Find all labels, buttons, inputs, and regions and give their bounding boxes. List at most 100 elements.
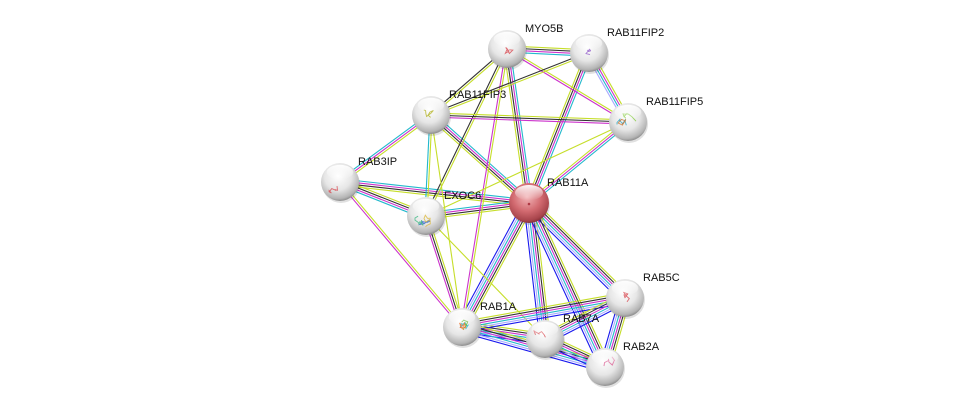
node-highlight: [515, 185, 543, 201]
node-label[interactable]: RAB3IP: [358, 156, 397, 168]
node-highlight: [417, 97, 445, 113]
edge-line-experiments: [431, 113, 531, 203]
node-rab1a[interactable]: RAB1A: [443, 301, 517, 348]
edge-line-cooccurrence: [456, 200, 525, 325]
node-label[interactable]: RAB7A: [563, 313, 600, 325]
edge-line-coexpression: [527, 52, 589, 203]
protein-structure-icon: [414, 214, 431, 228]
node-label[interactable]: RAB11FIP2: [607, 27, 664, 39]
node-rab2a[interactable]: RAB2A: [586, 341, 660, 388]
edge-line-coexpression: [531, 201, 609, 366]
edge-line-coexpression: [429, 115, 529, 205]
edge-line-databases: [462, 298, 626, 329]
node-label[interactable]: RAB2A: [623, 341, 660, 353]
edge-line-coexpression: [531, 202, 549, 339]
node-myo5b[interactable]: MYO5B: [488, 23, 564, 70]
edge-rab3ip-rab1a[interactable]: [338, 180, 464, 329]
node-label[interactable]: MYO5B: [525, 23, 564, 35]
edge-line-coexpression: [339, 182, 529, 205]
node-label[interactable]: RAB11A: [547, 177, 589, 189]
node-rab11fip3[interactable]: RAB11FIP3: [412, 89, 506, 136]
edge-rab11a-rab11fip2[interactable]: [525, 51, 593, 205]
node-highlight: [614, 104, 642, 120]
node-rab7a[interactable]: RAB7A: [526, 313, 600, 360]
edge-rab11a-myo5b[interactable]: [503, 48, 533, 204]
edge-line-experiments: [529, 53, 591, 204]
edge-line-coexpression: [464, 204, 533, 329]
node-highlight: [531, 321, 559, 337]
edge-exoc6-rab1a[interactable]: [423, 215, 465, 328]
edge-rab11a-rab2a[interactable]: [523, 200, 611, 370]
edge-line-textmining: [460, 292, 625, 323]
node-highlight: [326, 164, 354, 180]
edge-line-databases: [432, 112, 532, 202]
node-rab11fip2[interactable]: RAB11FIP2: [570, 27, 664, 74]
node-label[interactable]: RAB1A: [480, 301, 517, 313]
node-highlight: [575, 35, 603, 51]
edge-line-coexpression: [430, 51, 589, 115]
node-label[interactable]: RAB5C: [643, 272, 680, 284]
node-highlight: [412, 198, 440, 214]
edge-rab11a-rab11fip5[interactable]: [527, 119, 630, 206]
node-exoc6[interactable]: EXOC6: [407, 190, 481, 237]
edge-rab11fip3-rab11fip5[interactable]: [430, 112, 629, 125]
node-label[interactable]: EXOC6: [444, 190, 481, 202]
edge-line-textmining: [507, 47, 629, 122]
edge-rab11a-rab11fip3[interactable]: [428, 112, 532, 206]
edge-line-homology: [525, 204, 603, 369]
edge-line-coexpression: [505, 49, 529, 204]
edge-line-textmining: [466, 205, 535, 330]
node-rab3ip[interactable]: RAB3IP: [321, 156, 397, 203]
edge-line-textmining: [431, 53, 590, 117]
edge-line-textmining: [533, 202, 551, 339]
edge-line-experiments: [423, 216, 461, 328]
edge-line-homology: [458, 201, 527, 326]
edge-line-databases: [531, 53, 593, 205]
edge-line-experiments: [338, 182, 462, 329]
edge-line-databases: [529, 123, 630, 206]
edge-line-databases: [509, 48, 533, 203]
edge-line-textmining: [533, 200, 611, 366]
protein-structure-icon: [527, 202, 531, 206]
node-highlight: [448, 309, 476, 325]
node-rab11a[interactable]: RAB11A: [509, 177, 589, 225]
edge-line-textmining: [503, 49, 527, 204]
edge-rab1a-rab5c[interactable]: [460, 292, 627, 333]
edge-line-experiments: [460, 48, 507, 327]
edge-line-textmining: [525, 51, 587, 203]
edge-rab11fip2-rab11fip3[interactable]: [430, 51, 590, 117]
edge-line-coexpression: [530, 200, 628, 297]
edge-line-experiments: [506, 49, 628, 124]
edge-line-textmining: [427, 215, 465, 327]
node-highlight: [591, 349, 619, 365]
edge-line-cooccurrence: [523, 204, 601, 370]
node-highlight: [493, 31, 521, 47]
node-rab5c[interactable]: RAB5C: [606, 272, 680, 319]
node-highlight: [611, 280, 639, 296]
node-label[interactable]: RAB11FIP5: [646, 96, 703, 108]
edge-line-experiments: [461, 296, 625, 327]
edge-rab11fip5-exoc6[interactable]: [425, 121, 629, 217]
edge-line-textmining: [430, 114, 463, 328]
edge-line-databases: [527, 203, 625, 300]
edge-line-databases: [460, 202, 529, 327]
protein-structure-icon: [585, 48, 592, 56]
node-label[interactable]: RAB11FIP3: [449, 89, 506, 101]
edge-line-experiments: [340, 180, 530, 203]
edge-line-textmining: [425, 121, 629, 217]
edge-line-textmining: [426, 49, 509, 217]
node-rab11fip5[interactable]: RAB11FIP5: [609, 96, 703, 143]
edge-myo5b-rab11fip5[interactable]: [506, 47, 629, 124]
edge-line-experiments: [529, 201, 627, 298]
protein-structure-icon: [328, 186, 339, 194]
edge-line-coexpression: [430, 114, 629, 123]
edge-rab11a-rab1a[interactable]: [456, 200, 535, 330]
edge-line-textmining: [527, 119, 628, 202]
edge-line-experiments: [430, 116, 628, 125]
edge-myo5b-exoc6[interactable]: [424, 48, 509, 217]
edge-rab11fip3-rab1a[interactable]: [430, 114, 463, 328]
edge-line-textmining: [340, 180, 464, 327]
edge-line-experiments: [528, 121, 629, 204]
edge-line-experiments: [507, 48, 531, 203]
